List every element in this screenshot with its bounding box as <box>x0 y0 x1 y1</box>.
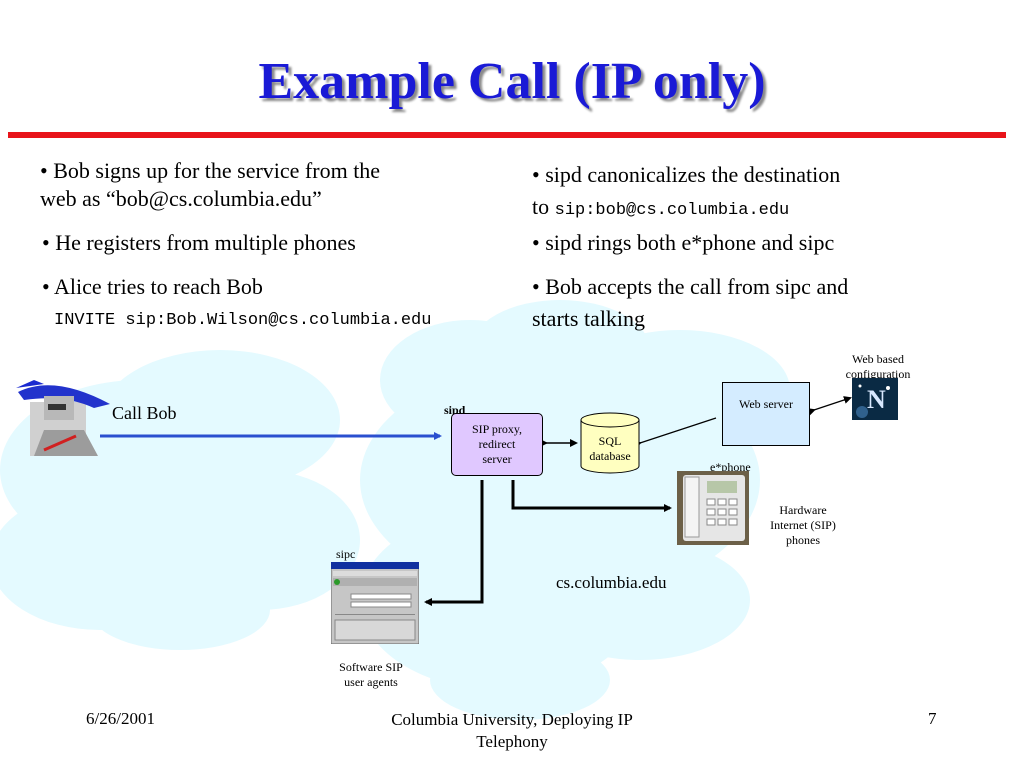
sip-uri: sip:bob@cs.columbia.edu <box>554 201 790 220</box>
footer-line: Telephony <box>476 732 548 751</box>
config-line: Web based <box>851 352 904 366</box>
hardware-line: Hardware <box>779 503 827 517</box>
ephone-label: e*phone <box>710 460 751 474</box>
slide-title: Example Call (IP only) <box>258 53 766 110</box>
invite-code: INVITE sip:Bob.Wilson@cs.columbia.edu <box>54 311 432 330</box>
footer-date: 6/26/2001 <box>86 709 155 728</box>
bullet-text: to <box>532 194 555 219</box>
bullet-canonicalize-target: to sip:bob@cs.columbia.edu <box>532 192 789 226</box>
bullet-text: web as “bob@cs.columbia.edu” <box>40 186 322 211</box>
config-line: configuration <box>845 367 911 381</box>
sql-database-cylinder <box>580 412 640 474</box>
alice-icon <box>16 380 110 456</box>
footer-center: Columbia University, Deploying IP Teleph… <box>300 709 724 753</box>
bullet-accepts: • Bob accepts the call from sipc and sta… <box>532 272 952 334</box>
hardware-line: phones <box>786 533 820 547</box>
bullet-signup: • Bob signs up for the service from the … <box>40 156 460 214</box>
domain-label: cs.columbia.edu <box>556 573 667 592</box>
title-divider <box>8 132 1006 138</box>
proxy-line: redirect <box>478 437 516 451</box>
bullet-canonicalize: • sipd canonicalizes the destination <box>532 162 841 187</box>
web-config-arrow <box>807 396 852 416</box>
sip-proxy-node: SIP proxy, redirect server <box>451 413 543 476</box>
sipc-window-icon <box>331 562 419 644</box>
netscape-browser-icon: N <box>852 378 898 420</box>
sipc-label: sipc <box>336 547 356 561</box>
web-config-label: Web based configuration <box>836 352 920 382</box>
sql-line: database <box>589 449 631 463</box>
software-line: Software SIP <box>339 660 403 674</box>
software-line: user agents <box>344 675 398 689</box>
software-agents-label: Software SIP user agents <box>318 660 424 690</box>
hardware-phones-label: Hardware Internet (SIP) phones <box>756 503 850 548</box>
proxy-line: SIP proxy, <box>471 422 523 436</box>
bullet-text: • Bob signs up for the service from the <box>40 158 381 183</box>
proxy-ephone-arrow <box>511 480 672 512</box>
bullet-text: starts talking <box>532 306 646 331</box>
sql-line: SQL <box>598 434 622 448</box>
web-server-node: Web server <box>722 382 810 446</box>
hardware-line: Internet (SIP) <box>770 518 836 532</box>
proxy-line: server <box>482 452 512 466</box>
footer-page-number: 7 <box>928 709 937 728</box>
footer-line: Columbia University, Deploying IP <box>391 710 633 729</box>
bullet-register: • He registers from multiple phones <box>42 230 356 255</box>
ephone-icon <box>677 471 749 545</box>
bullet-text: • Bob accepts the call from sipc and <box>532 274 849 299</box>
bullet-alice: • Alice tries to reach Bob <box>42 274 263 299</box>
call-bob-label: Call Bob <box>112 403 177 423</box>
left-cloud <box>0 350 360 650</box>
bullet-rings: • sipd rings both e*phone and sipc <box>532 230 835 255</box>
proxy-sipc-arrow <box>424 480 484 606</box>
sql-database-label: SQL database <box>580 434 640 464</box>
sql-web-line <box>633 417 717 449</box>
svg-text:N: N <box>867 385 886 414</box>
